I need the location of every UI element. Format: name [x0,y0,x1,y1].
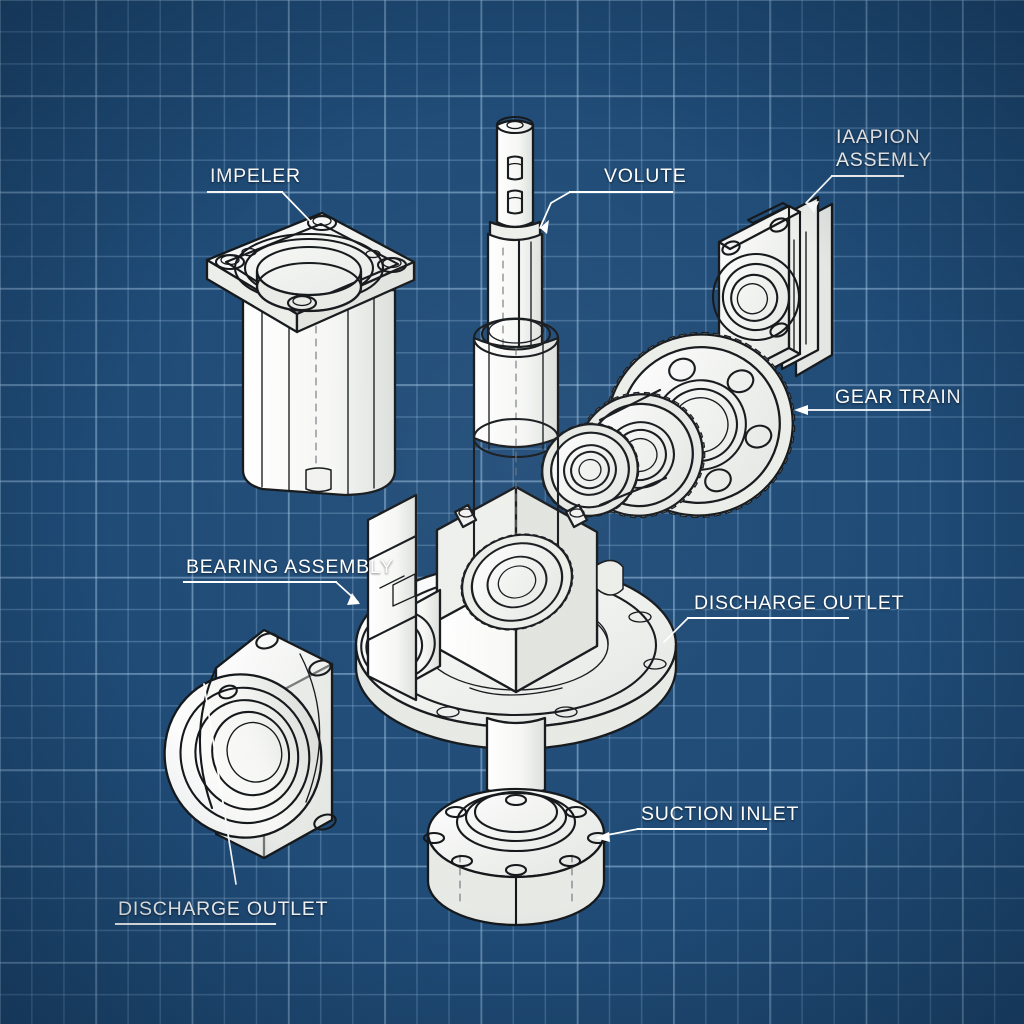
callout-impeller[interactable]: IMPELER [210,165,301,187]
callout-bearing-assembly[interactable]: BEARING ASSEMBLY [186,556,394,578]
callout-discharge-outlet-right[interactable]: DISCHARGE OUTLET [694,592,905,614]
gear-small [540,422,640,518]
part-gear-train[interactable] [529,308,819,542]
part-impeller-housing[interactable] [205,211,416,497]
part-outlet-flange[interactable] [143,628,342,860]
internal-gear [460,533,574,631]
callout-discharge-outlet-left[interactable]: DISCHARGE OUTLET [118,898,329,920]
part-suction-inlet[interactable] [422,716,610,927]
callout-pinion-assembly[interactable]: IAAPION ASSEMLY [836,126,932,171]
callout-gear-train[interactable]: GEAR TRAIN [835,386,962,408]
callout-suction-inlet[interactable]: SUCTION INLET [641,803,800,825]
callout-volute[interactable]: VOLUTE [604,165,687,187]
